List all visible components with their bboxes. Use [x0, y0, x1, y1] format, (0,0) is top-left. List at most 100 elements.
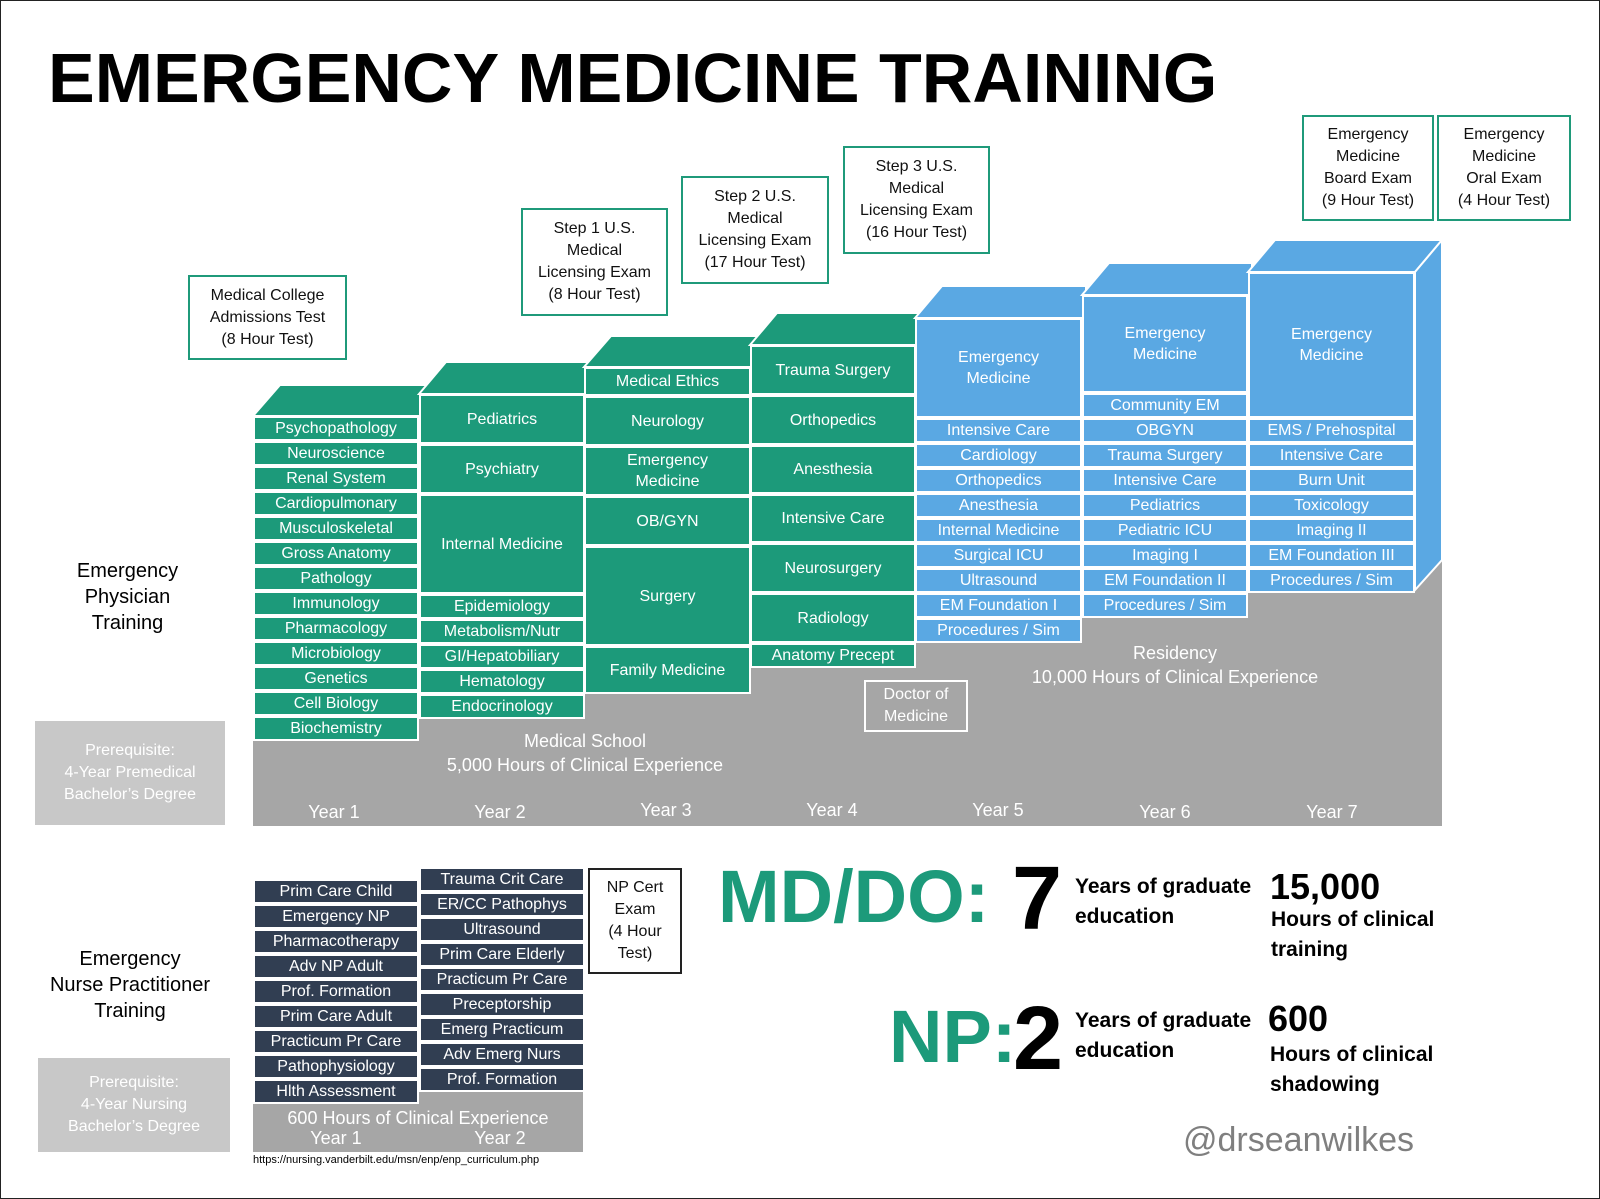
- col-y6-cell: Procedures / Sim: [1082, 593, 1248, 618]
- col-y7-cell: Burn Unit: [1248, 468, 1415, 493]
- physician-year-label: Year 2: [474, 802, 526, 822]
- np-y1-cell: Adv NP Adult: [253, 954, 419, 979]
- np-y1-cell: Practicum Pr Care: [253, 1029, 419, 1054]
- col-y6-cell: Pediatrics: [1082, 493, 1248, 518]
- col-y6-cell: Imaging I: [1082, 543, 1248, 568]
- col-y2-cell: Metabolism/Nutr: [419, 619, 585, 644]
- col-y3-cell: OB/GYN: [584, 496, 751, 546]
- col-y2-cell: Internal Medicine: [419, 494, 585, 594]
- col-y4-cell: Trauma Surgery: [750, 345, 916, 395]
- col-y5-cell: Ultrasound: [915, 568, 1082, 593]
- np-training-label: Emergency Nurse Practitioner Training: [49, 948, 211, 1022]
- mcat-exam-box: Medical College Admissions Test (8 Hour …: [188, 275, 347, 360]
- col-y2-cell: Epidemiology: [419, 594, 585, 619]
- md-years-number: 7: [1012, 849, 1063, 949]
- col-y7-cell: EMS / Prehospital: [1248, 418, 1415, 443]
- col-y3-cell: Family Medicine: [584, 646, 751, 694]
- col-y4-cell: Anatomy Precept: [750, 643, 916, 668]
- col-y2-cell: GI/Hepatobiliary: [419, 644, 585, 669]
- col-y3-cell: Neurology: [584, 396, 751, 446]
- col-y6-cell: Emergency Medicine: [1082, 295, 1248, 393]
- physician-year-label: Year 6: [1139, 802, 1191, 822]
- physician-year-label: Year 7: [1306, 802, 1358, 822]
- col-y2-cell: Endocrinology: [419, 694, 585, 719]
- np-label: NP:: [889, 995, 1017, 1078]
- col-y6-cell: Community EM: [1082, 393, 1248, 418]
- np-y1-cell: Pathophysiology: [253, 1054, 419, 1079]
- md-do-label: MD/DO:: [718, 855, 990, 938]
- col-y3-cell: Emergency Medicine: [584, 446, 751, 496]
- col-y5-cell: Internal Medicine: [915, 518, 1082, 543]
- np-y1-cell: Emergency NP: [253, 904, 419, 929]
- np-hours-text: Hours of clinical shadowing: [1270, 1043, 1434, 1096]
- np-y2-cell: Prim Care Elderly: [419, 942, 585, 967]
- col-y1-cell: Psychopathology: [253, 416, 419, 441]
- col-y7-cell: Toxicology: [1248, 493, 1415, 518]
- col-y6-cell: EM Foundation II: [1082, 568, 1248, 593]
- np-years-number: 2: [1013, 989, 1064, 1089]
- physician-year-label: Year 5: [972, 800, 1024, 820]
- col-y7-cell: Procedures / Sim: [1248, 568, 1415, 593]
- np-y1-cell: Pharmacotherapy: [253, 929, 419, 954]
- np-source-url: https://nursing.vanderbilt.edu/msn/enp/e…: [253, 1154, 540, 1166]
- col-y3-cell: Surgery: [584, 546, 751, 646]
- np-y2-cell: Emerg Practicum: [419, 1017, 585, 1042]
- np-y1-cell: Prim Care Child: [253, 879, 419, 904]
- col-y5-cell: Cardiology: [915, 443, 1082, 468]
- col-y1-cell: Neuroscience: [253, 441, 419, 466]
- col-y4-cell: Radiology: [750, 593, 916, 643]
- medical-school-label: Medical School 5,000 Hours of Clinical E…: [446, 731, 724, 775]
- col-y1-cell: Biochemistry: [253, 716, 419, 741]
- col-y2-cell: Hematology: [419, 669, 585, 694]
- physician-year-label: Year 3: [640, 800, 692, 820]
- step2-exam-box: Step 2 U.S. Medical Licensing Exam (17 H…: [681, 176, 829, 284]
- np-y2-cell: Prof. Formation: [419, 1067, 585, 1092]
- col-y6-cell: OBGYN: [1082, 418, 1248, 443]
- np-prerequisite: Prerequisite: 4-Year Nursing Bachelor’s …: [38, 1058, 230, 1152]
- col-y5-cell: Procedures / Sim: [915, 618, 1082, 643]
- np-y2-cell: ER/CC Pathophys: [419, 892, 585, 917]
- author-handle: @drseanwilkes: [1183, 1121, 1415, 1159]
- np-hours-label: 600 Hours of Clinical Experience: [287, 1108, 549, 1128]
- np-y2-cell: Practicum Pr Care: [419, 967, 585, 992]
- col-y7-cell: Intensive Care: [1248, 443, 1415, 468]
- physician-year-label: Year 4: [806, 800, 858, 820]
- np-y1-cell: Prof. Formation: [253, 979, 419, 1004]
- col-y1-cell: Genetics: [253, 666, 419, 691]
- md-hours-text: Hours of clinical training: [1271, 908, 1435, 961]
- board-exam-box: Emergency Medicine Board Exam (9 Hour Te…: [1302, 115, 1434, 221]
- col-y4-cell: Neurosurgery: [750, 543, 916, 593]
- col-y4-cell: Anesthesia: [750, 445, 916, 494]
- col-y5-cell: Orthopedics: [915, 468, 1082, 493]
- col-y1-cell: Pharmacology: [253, 616, 419, 641]
- col-y7-cell: EM Foundation III: [1248, 543, 1415, 568]
- np-year-label-1: Year 1: [310, 1128, 362, 1148]
- residency-label: Residency 10,000 Hours of Clinical Exper…: [1031, 643, 1319, 687]
- col-y7-cell: Emergency Medicine: [1248, 272, 1415, 418]
- np-years-text: Years of graduate education: [1075, 1009, 1252, 1062]
- page-title: EMERGENCY MEDICINE TRAINING: [48, 39, 1218, 117]
- physician-prerequisite: Prerequisite: 4-Year Premedical Bachelor…: [35, 721, 225, 825]
- np-hours-number: 600: [1268, 998, 1329, 1039]
- physician-year-label: Year 1: [308, 802, 360, 822]
- col-y2-cell: Psychiatry: [419, 444, 585, 494]
- col-y7-cell: Imaging II: [1248, 518, 1415, 543]
- col-y5-cell: Emergency Medicine: [915, 318, 1082, 418]
- col-y1-cell: Pathology: [253, 566, 419, 591]
- np-cert-exam-box: NP Cert Exam (4 Hour Test): [588, 868, 682, 974]
- col-y5-cell: Anesthesia: [915, 493, 1082, 518]
- np-y1-cell: Hlth Assessment: [253, 1079, 419, 1104]
- step1-exam-box: Step 1 U.S. Medical Licensing Exam (8 Ho…: [521, 208, 668, 316]
- col-y1-cell: Gross Anatomy: [253, 541, 419, 566]
- col-y1-cell: Microbiology: [253, 641, 419, 666]
- physician-training-label: Emergency Physician Training: [76, 560, 179, 634]
- col-y5-cell: Surgical ICU: [915, 543, 1082, 568]
- col-y2-cell: Pediatrics: [419, 394, 585, 444]
- oral-exam-box: Emergency Medicine Oral Exam (4 Hour Tes…: [1437, 115, 1571, 221]
- col-y6-cell: Trauma Surgery: [1082, 443, 1248, 468]
- col-y1-cell: Cardiopulmonary: [253, 491, 419, 516]
- col-y6-cell: Pediatric ICU: [1082, 518, 1248, 543]
- col-y3-cell: Medical Ethics: [584, 367, 751, 396]
- col-y1-cell: Renal System: [253, 466, 419, 491]
